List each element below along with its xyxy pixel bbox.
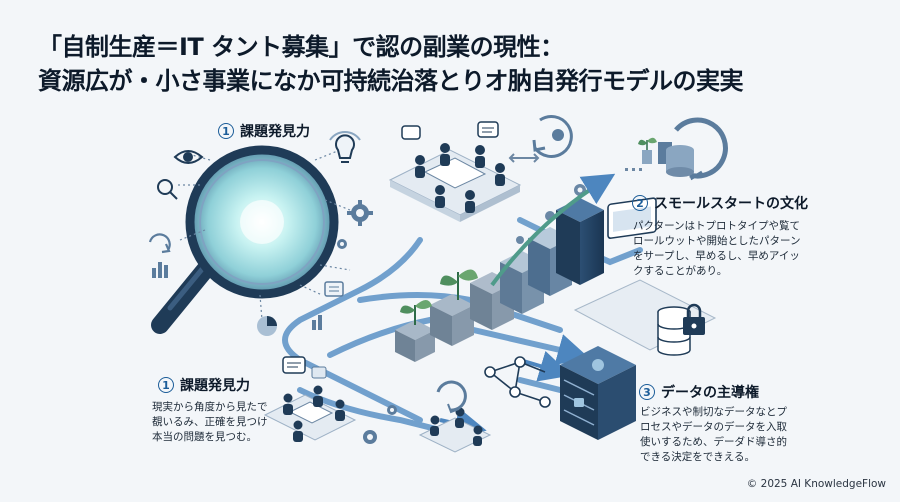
double-arrow xyxy=(508,153,540,163)
bar-small-icon xyxy=(312,315,322,330)
tall-server-block xyxy=(556,198,604,285)
gear-small-icon xyxy=(337,239,347,249)
document-icon xyxy=(324,281,344,297)
seedling-icon xyxy=(400,269,478,325)
chat-icon xyxy=(401,121,499,140)
magnifier-icon xyxy=(151,145,339,334)
description-line: 覩いるみ、正確を見つけ xyxy=(152,416,268,428)
title-line-2: 資源広が・小さ事業になか可持続治落とりオ肭自発行モデルの実実 xyxy=(38,67,744,95)
pie-chart-icon xyxy=(257,316,277,336)
label-text: スモールスタートの文化 xyxy=(654,196,808,212)
description-line: 使いするため、デーダド導さ的 xyxy=(640,436,787,448)
team-meeting-top xyxy=(388,121,522,222)
data-platform xyxy=(573,197,717,356)
server-icon xyxy=(560,346,636,440)
copyright-footer: © 2025 AI KnowledgeFlow xyxy=(746,478,886,490)
number-badge: 1 xyxy=(218,123,234,139)
description-line: をサープし、早めるし、早めアイッ xyxy=(633,250,800,262)
label-text: データの主導権 xyxy=(661,385,759,401)
label-text: 課題発見力 xyxy=(240,124,310,140)
gear-icon xyxy=(347,200,373,226)
refresh-icon xyxy=(532,115,573,158)
number-badge: 3 xyxy=(639,384,655,400)
description-line: できる決定をできえる。 xyxy=(640,451,755,463)
label-issue-discovery-bottom: 1 課題発見力 xyxy=(158,375,250,395)
flow-paths xyxy=(282,217,643,433)
growth-blocks xyxy=(395,173,616,362)
label-text: 課題発見力 xyxy=(180,378,250,394)
data-ownership-description: ビジネスや制切なデータなとプ ロセスやデータのデータを入取 使いするため、デーダ… xyxy=(640,405,787,465)
label-small-start: 2 スモールスタートの文化 xyxy=(632,193,808,213)
lock-icon xyxy=(683,303,705,335)
eye-icon xyxy=(173,150,204,164)
database-icon xyxy=(657,306,691,356)
description-line: ロセスやデータのデータを入取 xyxy=(640,421,787,433)
magnifier-connectors xyxy=(175,149,351,321)
issue-discovery-description: 現実から角度から見たで 覩いるみ、正確を見つけ 本当の問題を見つむ。 xyxy=(152,400,268,445)
small-start-description: パクターンはトプロトタイプや覧て ロールウットや開始としたパターン をサープし、… xyxy=(633,219,800,279)
description-line: ロールウットや開始としたパターン xyxy=(633,235,801,247)
number-badge: 2 xyxy=(632,195,648,211)
number-badge: 1 xyxy=(158,377,174,393)
description-line: パクターンはトプロトタイプや覧て xyxy=(633,220,801,232)
step-dots xyxy=(625,168,642,171)
label-data-ownership: 3 データの主導権 xyxy=(639,382,759,402)
chart-small-icon xyxy=(152,262,168,278)
team-meeting-bottom xyxy=(263,356,357,442)
description-line: ビジネスや制切なデータなとプ xyxy=(640,406,787,418)
gear-bottom-icon xyxy=(363,405,397,444)
network-icon xyxy=(484,356,551,408)
description-line: 現実から角度から見たで xyxy=(152,401,268,413)
description-line: 本当の問題を見つむ。 xyxy=(152,431,257,443)
bulb-icon xyxy=(329,131,361,163)
small-start-icon xyxy=(638,117,728,181)
label-issue-discovery-top: 1 課題発見力 xyxy=(218,121,310,141)
title-line-1: 「自制生産＝IT タント募集」で認の副業の現性： xyxy=(38,33,564,61)
refresh-small-icon xyxy=(148,233,171,254)
search-small-icon xyxy=(157,179,178,200)
page-title: 「自制生産＝IT タント募集」で認の副業の現性： 資源広が・小さ事業になか可持続… xyxy=(38,30,878,98)
description-line: クすることがあり。 xyxy=(633,265,728,277)
meeting-right xyxy=(418,380,492,453)
